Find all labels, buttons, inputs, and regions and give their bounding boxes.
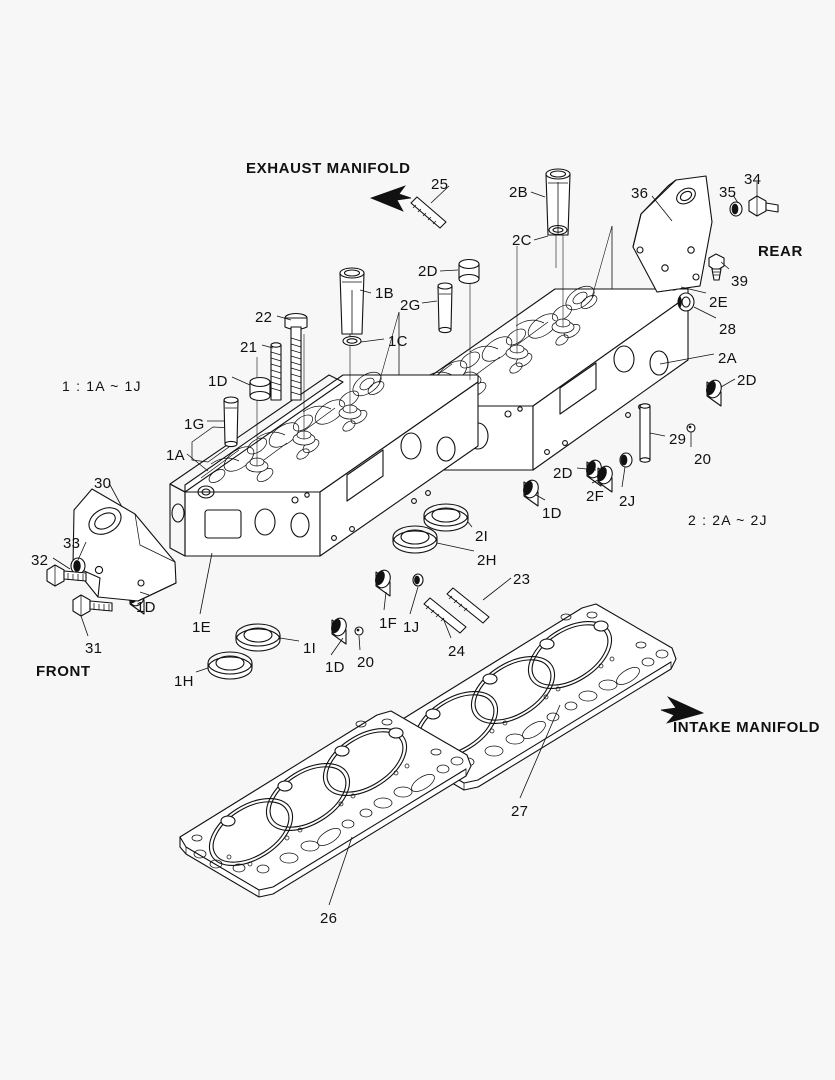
part-1G-valve-guide [223,396,239,448]
part-2J-plug [619,452,633,468]
callout-39: 39 [731,273,749,290]
rear-direction-label: REAR [758,243,803,260]
part-32-bolt [46,564,87,587]
callout-2J: 2J [619,493,636,510]
callout-2H: 2H [477,552,497,569]
exhaust-manifold-label: EXHAUST MANIFOLD [246,160,411,177]
part-27-head-gasket [384,603,677,791]
callout-29: 29 [669,431,687,448]
part-35-washer [729,201,743,217]
callout-2A: 2A [718,350,737,367]
part-2I-seal [423,503,469,532]
callout-32: 32 [31,552,49,569]
part-20-ball-front [354,626,364,636]
part-1J-plug [412,573,424,587]
callout-1D-bracket: 1D [136,599,156,616]
part-1D-plug-side [523,479,539,507]
part-22-bolt [284,312,308,401]
callout-31: 31 [85,640,103,657]
callout-25: 25 [431,176,449,193]
part-31-bolt [72,594,113,617]
part-1F-plug [375,569,391,597]
callout-1I: 1I [303,640,317,657]
part-2D-plug-side-a [706,379,722,407]
callout-2E: 2E [709,294,728,311]
callout-30: 30 [94,475,112,492]
part-1C-valve-seal [342,335,362,347]
part-39-bolt [708,253,725,281]
part-30-bracket-front [72,488,177,602]
part-23-dowel [446,587,490,624]
callout-35: 35 [719,184,737,201]
callout-1B: 1B [375,285,394,302]
callout-1F: 1F [379,615,398,632]
callout-21: 21 [240,339,258,356]
leader-lines [52,182,758,906]
callout-33: 33 [63,535,81,552]
callout-22: 22 [255,309,273,326]
callout-1D-lower: 1D [325,659,345,676]
callout-1A: 1A [166,447,185,464]
group-note-1: 1 : 1A ~ 1J [62,378,142,394]
valve-stems-rear [469,182,613,380]
intake-manifold-arrow [660,696,705,724]
callout-2G: 2G [400,297,421,314]
part-26-head-gasket [179,710,472,898]
callout-2F: 2F [586,488,605,505]
part-33-washer [70,557,86,575]
part-36-bracket-rear [632,175,713,293]
callout-1C: 1C [388,333,408,350]
callout-2D-top: 2D [418,263,438,280]
callout-24: 24 [448,643,466,660]
callout-2D-lower: 2D [553,465,573,482]
callout-20-front: 20 [357,654,375,671]
part-1I-seal [235,623,281,652]
part-2H-seal [392,525,438,554]
part-2G-valve-guide [437,282,453,334]
callout-1H: 1H [174,673,194,690]
part-2F-plug [597,465,613,493]
callout-20-rear: 20 [694,451,712,468]
callout-1G: 1G [184,416,205,433]
callout-2C: 2C [512,232,532,249]
group-note-2: 2 : 2A ~ 2J [688,512,768,528]
callout-1J: 1J [403,619,420,636]
callout-1D-side: 1D [542,505,562,522]
part-34-bolt [748,195,779,217]
part-20-ball-rear [686,423,696,433]
part-24-dowel [423,597,467,634]
callout-2I: 2I [475,528,489,545]
part-1H-seal [207,651,253,680]
part-28-seat [677,292,695,312]
part-1D-plug-lower [331,617,347,645]
callout-28: 28 [719,321,737,338]
part-1D-plug-top [249,376,271,402]
part-25-stud [410,196,447,229]
front-direction-label: FRONT [36,663,91,680]
callout-36: 36 [631,185,649,202]
callout-1D-top: 1D [208,373,228,390]
callout-2D-side: 2D [737,372,757,389]
callout-27: 27 [511,803,529,820]
exhaust-manifold-arrow [370,185,412,212]
callout-34: 34 [744,171,762,188]
callout-1E: 1E [192,619,211,636]
callout-23: 23 [513,571,531,588]
part-29-dowel [639,403,651,463]
cylinder-head-front-body [169,371,479,557]
callout-26: 26 [320,910,338,927]
part-21-pin [270,342,282,401]
callout-2B: 2B [509,184,528,201]
part-2D-plug-top [458,258,480,285]
intake-manifold-label: INTAKE MANIFOLD [673,719,821,736]
